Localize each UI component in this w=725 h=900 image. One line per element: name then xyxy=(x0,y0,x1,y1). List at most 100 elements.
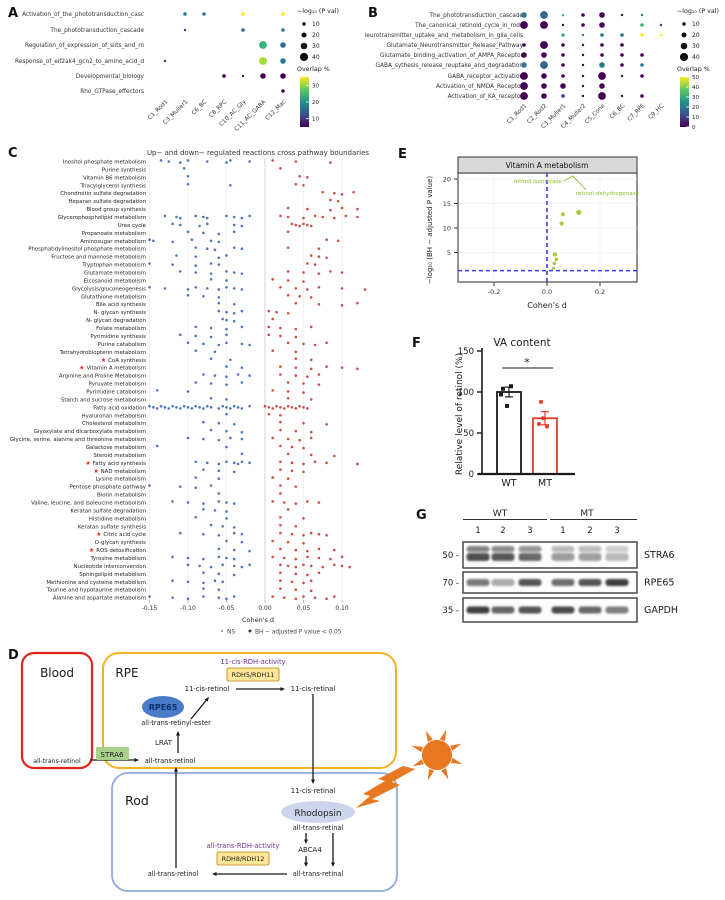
colorbar-tick-label: 30 xyxy=(692,95,699,101)
down-dot xyxy=(194,476,197,479)
down-dot xyxy=(148,262,151,265)
down-dot xyxy=(225,365,228,368)
band xyxy=(491,606,515,614)
up-dot xyxy=(302,280,305,283)
up-dot xyxy=(317,247,321,251)
down-dot xyxy=(225,327,228,331)
up-dot xyxy=(279,373,282,376)
down-dot xyxy=(186,580,190,584)
up-dot xyxy=(309,296,313,299)
band-lower xyxy=(491,553,515,561)
dot xyxy=(620,43,624,47)
up-dot xyxy=(340,564,344,568)
down-dot xyxy=(217,232,221,236)
row-label: Valine, leucine, and isoleucine metaboli… xyxy=(31,500,146,506)
dot xyxy=(581,94,585,98)
lane-number: 1 xyxy=(560,526,565,536)
arrow-head xyxy=(330,862,336,867)
row-label: Taurine and hypotaurine metabolism xyxy=(46,588,146,594)
up-dot xyxy=(348,565,352,569)
wt-point xyxy=(509,384,513,389)
dot xyxy=(599,83,605,89)
up-dot xyxy=(313,596,317,599)
down-dot xyxy=(240,366,244,369)
down-dot xyxy=(194,515,197,519)
dot xyxy=(541,93,547,99)
row-label-text: Pentose phosphate pathway xyxy=(70,485,147,491)
up-dot xyxy=(333,216,336,220)
down-dot xyxy=(225,285,228,289)
row-label: Tyrosine metabolism xyxy=(89,556,146,562)
row-label: Starch and sucrose metabolism xyxy=(61,397,146,403)
up-dot xyxy=(317,373,321,376)
band xyxy=(578,606,602,614)
dot xyxy=(581,74,585,78)
up-dot xyxy=(306,262,309,265)
row-label: Regulation_of_expression_of_slits_and_ro xyxy=(25,43,144,49)
down-dot xyxy=(232,564,236,568)
down-dot xyxy=(152,239,155,243)
up-dot xyxy=(306,176,309,179)
arrow-head xyxy=(134,757,139,763)
row-label: Arginine and Proline Metabolism xyxy=(59,374,146,380)
annotation-connector xyxy=(563,175,587,191)
down-dot xyxy=(186,182,190,186)
down-dot xyxy=(175,406,178,409)
row-label: Vitamin B6 metabolism xyxy=(83,175,146,181)
dot xyxy=(281,89,285,93)
row-label: The_phototransduction_cascade xyxy=(428,13,523,19)
lane-number: 3 xyxy=(527,526,532,536)
row-label: Glutamate_binding_activation_of_AMPA_Rec… xyxy=(380,53,524,59)
up-dot xyxy=(302,421,305,425)
row-label-text: Sphingolipid metabolism xyxy=(79,572,146,578)
up-dot xyxy=(263,404,267,408)
down-dot xyxy=(221,524,224,528)
up-dot xyxy=(294,335,298,339)
row-label: The_phototransduction_cascade xyxy=(49,28,144,34)
colorbar-tick-label: 10 xyxy=(692,115,699,121)
dot xyxy=(521,52,527,58)
row-label: Heparan sulfate degradation xyxy=(68,199,146,205)
down-dot xyxy=(232,223,236,227)
legend-size-title: −log₁₀ (P val) xyxy=(297,8,339,15)
marker-label: 50 - xyxy=(442,551,459,561)
down-dot xyxy=(209,397,213,400)
legend-ns-label: NS xyxy=(227,630,235,636)
up-dot xyxy=(294,557,298,561)
up-dot xyxy=(279,587,282,590)
x-category-label: C7_RPE xyxy=(627,103,647,123)
up-dot xyxy=(356,462,359,466)
row-label: Fatty acid oxidation xyxy=(93,405,146,411)
row-label: Purine catabolism xyxy=(98,342,146,348)
down-dot xyxy=(232,404,236,408)
x-category-label: C12_Mac xyxy=(265,99,288,122)
dot xyxy=(520,82,528,90)
down-dot xyxy=(186,390,190,393)
up-dot xyxy=(336,239,340,243)
up-dot xyxy=(302,183,305,187)
sun-icon xyxy=(422,740,452,770)
up-dot xyxy=(340,271,344,274)
lane-number: 3 xyxy=(614,526,619,536)
up-dot xyxy=(333,595,336,598)
down-dot xyxy=(236,462,240,466)
group-label-mt: MT xyxy=(580,509,594,519)
panel-letter-f: F xyxy=(412,336,421,351)
down-dot xyxy=(229,436,232,440)
trans-retinal-bottom-label: all-trans-retinal xyxy=(293,870,344,878)
up-dot xyxy=(298,295,301,298)
up-dot xyxy=(325,597,328,601)
row-label-text: Urea cycle xyxy=(118,223,147,229)
sun-ray xyxy=(412,759,424,767)
down-dot xyxy=(179,407,182,410)
up-dot xyxy=(340,366,344,369)
up-dot xyxy=(333,454,336,458)
arrow-head xyxy=(173,767,179,772)
down-dot xyxy=(217,588,221,592)
up-dot xyxy=(279,420,282,424)
row-label-text: Methionine and cysteine metabolism xyxy=(46,580,146,586)
down-dot xyxy=(225,383,228,386)
down-dot xyxy=(236,373,240,376)
row-label: Pyrimidine catabolism xyxy=(86,389,146,395)
down-dot xyxy=(194,486,197,490)
